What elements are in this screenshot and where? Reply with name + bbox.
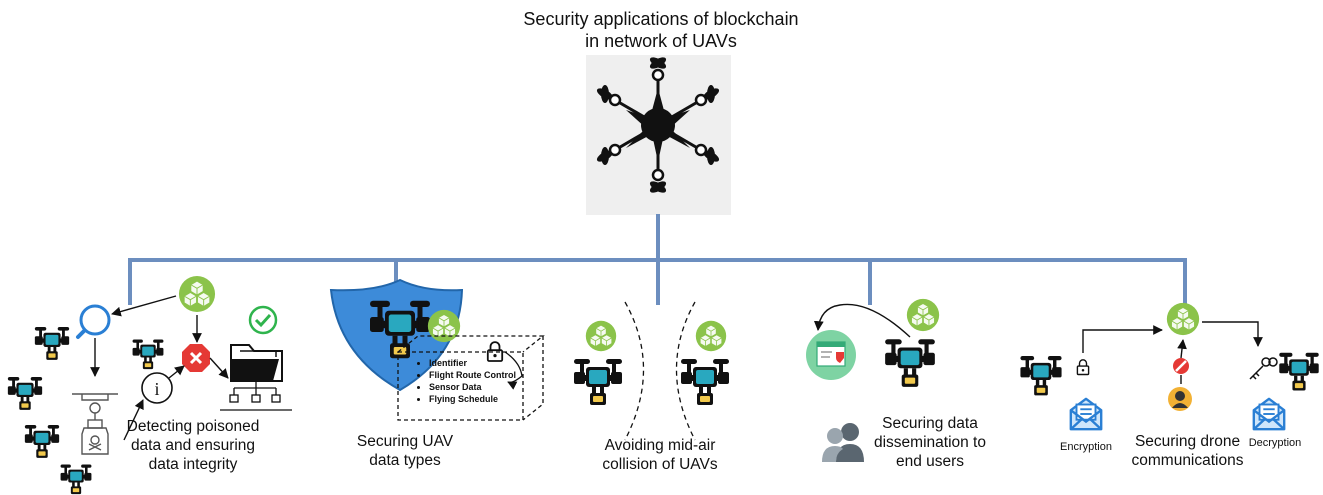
drone-icon: [681, 359, 729, 405]
connector-lines: [128, 214, 1187, 305]
drone-icon: [574, 359, 622, 405]
encryption-label: Encryption: [1060, 441, 1112, 453]
caption-communications: Securing drone communications: [1125, 432, 1250, 470]
title-line-2: in network of UAVs: [585, 31, 737, 51]
caption-line: communications: [1131, 452, 1244, 469]
branch-dissemination: [806, 298, 940, 462]
drone-icon: [7, 377, 43, 410]
poison-bottle-icon: [72, 393, 118, 455]
folder-network-icon: [220, 344, 292, 411]
caption-line: Detecting poisoned: [126, 418, 260, 435]
hub-drone-network-icon: [596, 57, 720, 193]
branch-collision: [574, 301, 729, 441]
blockchain-icon: [695, 320, 727, 352]
caption-line: data integrity: [148, 456, 238, 473]
diagram-title: Security applications of blockchain in n…: [461, 8, 861, 52]
caption-data-types: Securing UAV data types: [345, 432, 465, 470]
drone-icon: [1020, 356, 1062, 396]
search-icon: [76, 304, 111, 339]
caption-line: data and ensuring: [130, 437, 256, 454]
branch-data-types: [329, 278, 545, 421]
envelope-icon: [1252, 397, 1286, 431]
caption-line: Avoiding mid-air: [604, 437, 716, 454]
caption-line: end users: [895, 453, 965, 470]
users-icon: [822, 423, 864, 462]
branch-poisoned-data: i: [7, 275, 292, 495]
lock-icon: [1076, 359, 1090, 376]
data-types-list: Identifier Flight Route Control Sensor D…: [418, 357, 516, 405]
drone-icon: [132, 339, 164, 370]
drone-icon: [60, 464, 92, 495]
caption-line: data types: [369, 452, 441, 469]
blocked-icon: [1173, 358, 1189, 374]
blockchain-icon: [585, 320, 617, 352]
check-icon: [248, 305, 278, 335]
key-icon: [1249, 357, 1278, 380]
blockchain-icon: [178, 275, 216, 313]
caption-line: Securing drone: [1134, 433, 1241, 450]
caption-line: Securing UAV: [356, 433, 454, 450]
right-boundary: [675, 301, 696, 441]
caption-collision: Avoiding mid-air collision of UAVs: [590, 436, 730, 474]
info-icon: i: [141, 372, 173, 404]
secure-browser-icon: [806, 330, 856, 380]
drone-icon: [24, 425, 60, 458]
data-type-item: Flying Schedule: [429, 393, 516, 405]
decryption-label: Decryption: [1248, 437, 1302, 449]
caption-poisoned: Detecting poisoned data and ensuring dat…: [118, 417, 268, 474]
shield-drone-icon: [329, 278, 464, 392]
data-type-item: Identifier: [429, 357, 516, 369]
blockchain-icon: [427, 309, 461, 343]
data-type-item: Flight Route Control: [429, 369, 516, 381]
data-type-item: Sensor Data: [429, 381, 516, 393]
envelope-icon: [1069, 397, 1103, 431]
caption-line: Securing data: [882, 415, 978, 432]
title-line-1: Security applications of blockchain: [523, 9, 799, 29]
caption-dissemination: Securing data dissemination to end users: [860, 414, 1000, 471]
error-icon: [182, 344, 210, 372]
blockchain-icon: [906, 298, 940, 332]
caption-line: dissemination to: [873, 434, 986, 451]
drone-icon: [885, 339, 935, 387]
left-boundary: [624, 301, 645, 441]
caption-line: collision of UAVs: [602, 456, 718, 473]
branch-communications: [1020, 302, 1319, 431]
drone-icon: [34, 327, 70, 360]
blockchain-icon: [1166, 302, 1200, 336]
data-box: [397, 335, 545, 421]
hacker-icon: [1168, 387, 1192, 411]
svg-text:i: i: [154, 379, 159, 399]
drone-icon: [1279, 352, 1319, 391]
